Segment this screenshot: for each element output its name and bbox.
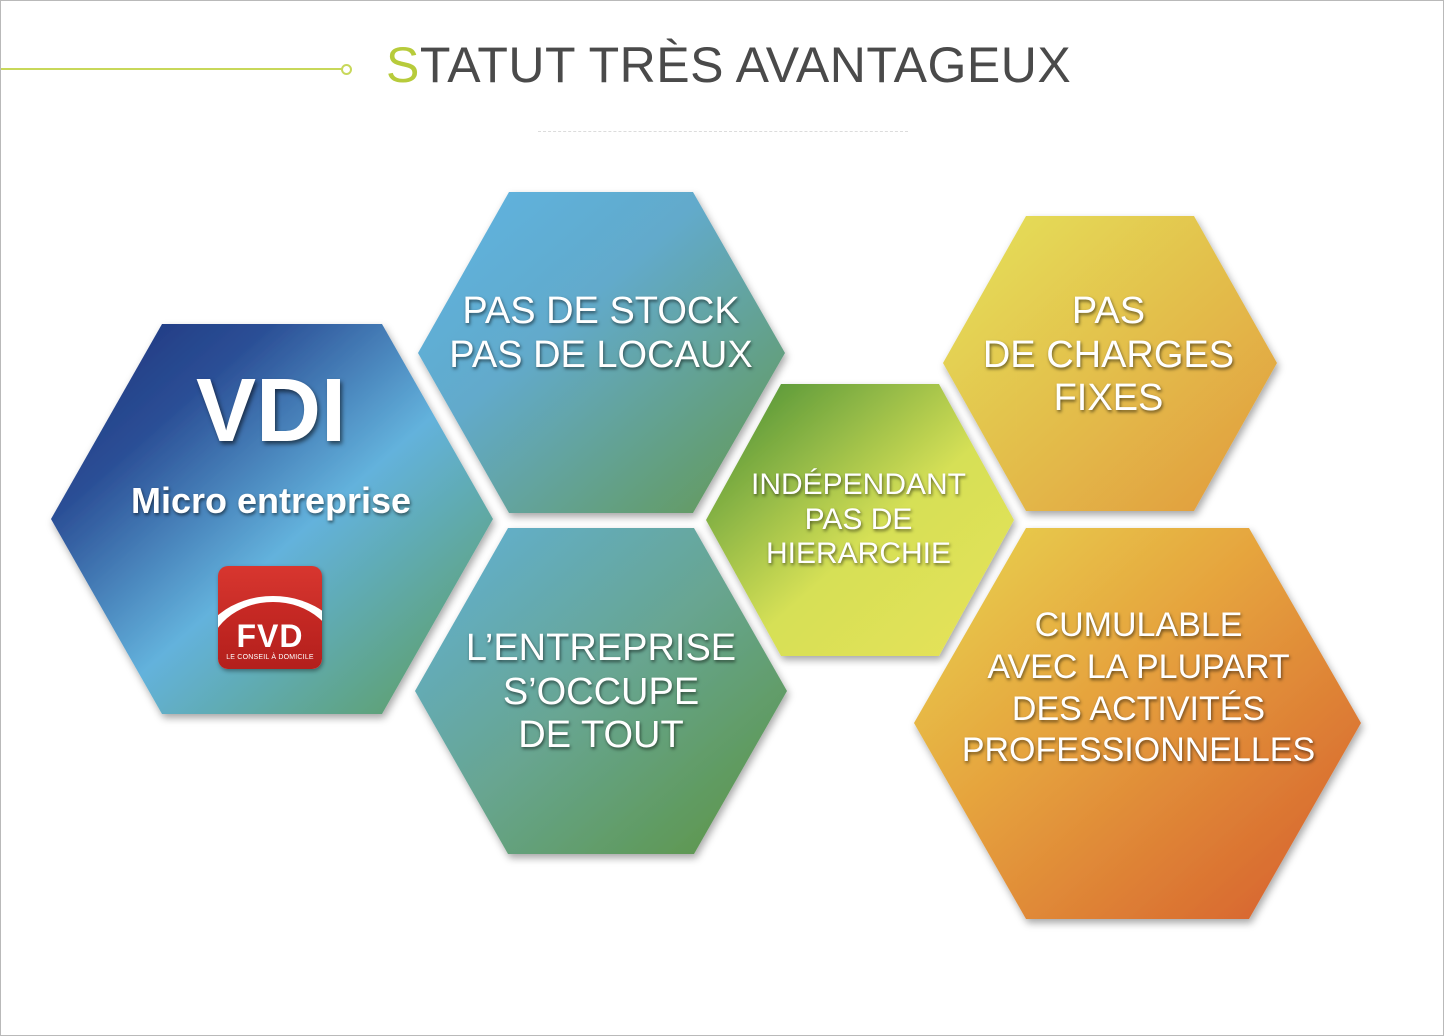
- hex-text-line: L’ENTREPRISE: [465, 627, 737, 669]
- hex-text-line: AVEC LA PLUPART: [987, 647, 1290, 686]
- logo-tagline: LE CONSEIL À DOMICILE: [226, 654, 314, 661]
- hexagon-independant-text: INDÉPENDANT PAS DE HIERARCHIE: [721, 468, 996, 572]
- hex-text-line: PROFESSIONNELLES: [961, 731, 1316, 770]
- hex-text-line: DE TOUT: [518, 714, 684, 757]
- hexagon-charges-text: PAS DE CHARGES FIXES: [946, 290, 1271, 421]
- hex-text-line: CUMULABLE: [1034, 606, 1243, 644]
- title-underline: [538, 131, 908, 132]
- hexagon-charges: [943, 216, 1277, 511]
- hexagon-vdi: [51, 324, 493, 714]
- hex-text-line: DES ACTIVITÉS: [1011, 689, 1266, 728]
- hex-text-line: FIXES: [1053, 377, 1164, 420]
- hex-text-line: HIERARCHIE: [765, 537, 952, 570]
- hex-text-line: PAS DE STOCK: [462, 290, 740, 332]
- title-decor-line: [1, 68, 343, 70]
- hex-text-line: S’OCCUPE: [502, 670, 700, 713]
- title-decor-dot: [341, 64, 352, 75]
- hexagon-cumulable-text: CUMULABLE AVEC LA PLUPART DES ACTIVITÉS …: [926, 605, 1351, 772]
- hexagon-entreprise: [415, 528, 787, 854]
- hex-text-line: DE CHARGES: [982, 333, 1235, 376]
- vdi-subtitle: Micro entreprise: [130, 480, 412, 521]
- hex-text-line: PAS DE: [804, 502, 913, 536]
- hexagon-cumulable: [914, 528, 1361, 919]
- slide-title: STATUT TRÈS AVANTAGEUX: [386, 35, 1071, 95]
- fvd-logo: FVD LE CONSEIL À DOMICILE: [218, 566, 322, 669]
- hexagon-stock: [418, 192, 785, 513]
- hex-text-line: PAS DE LOCAUX: [449, 333, 753, 376]
- vdi-title: VDI: [195, 361, 347, 461]
- hexagon-stock-text: PAS DE STOCK PAS DE LOCAUX: [431, 290, 771, 377]
- logo-inner: [218, 602, 322, 669]
- logo-text: FVD: [236, 618, 304, 654]
- hexagon-independant: [706, 384, 1014, 656]
- title-rest: TATUT TRÈS AVANTAGEUX: [419, 37, 1072, 93]
- title-first-letter: S: [386, 37, 420, 93]
- hexagon-entreprise-text: L’ENTREPRISE S’OCCUPE DE TOUT: [431, 627, 771, 758]
- hex-text-line: INDÉPENDANT: [750, 468, 967, 501]
- hex-text-line: PAS: [1071, 290, 1146, 332]
